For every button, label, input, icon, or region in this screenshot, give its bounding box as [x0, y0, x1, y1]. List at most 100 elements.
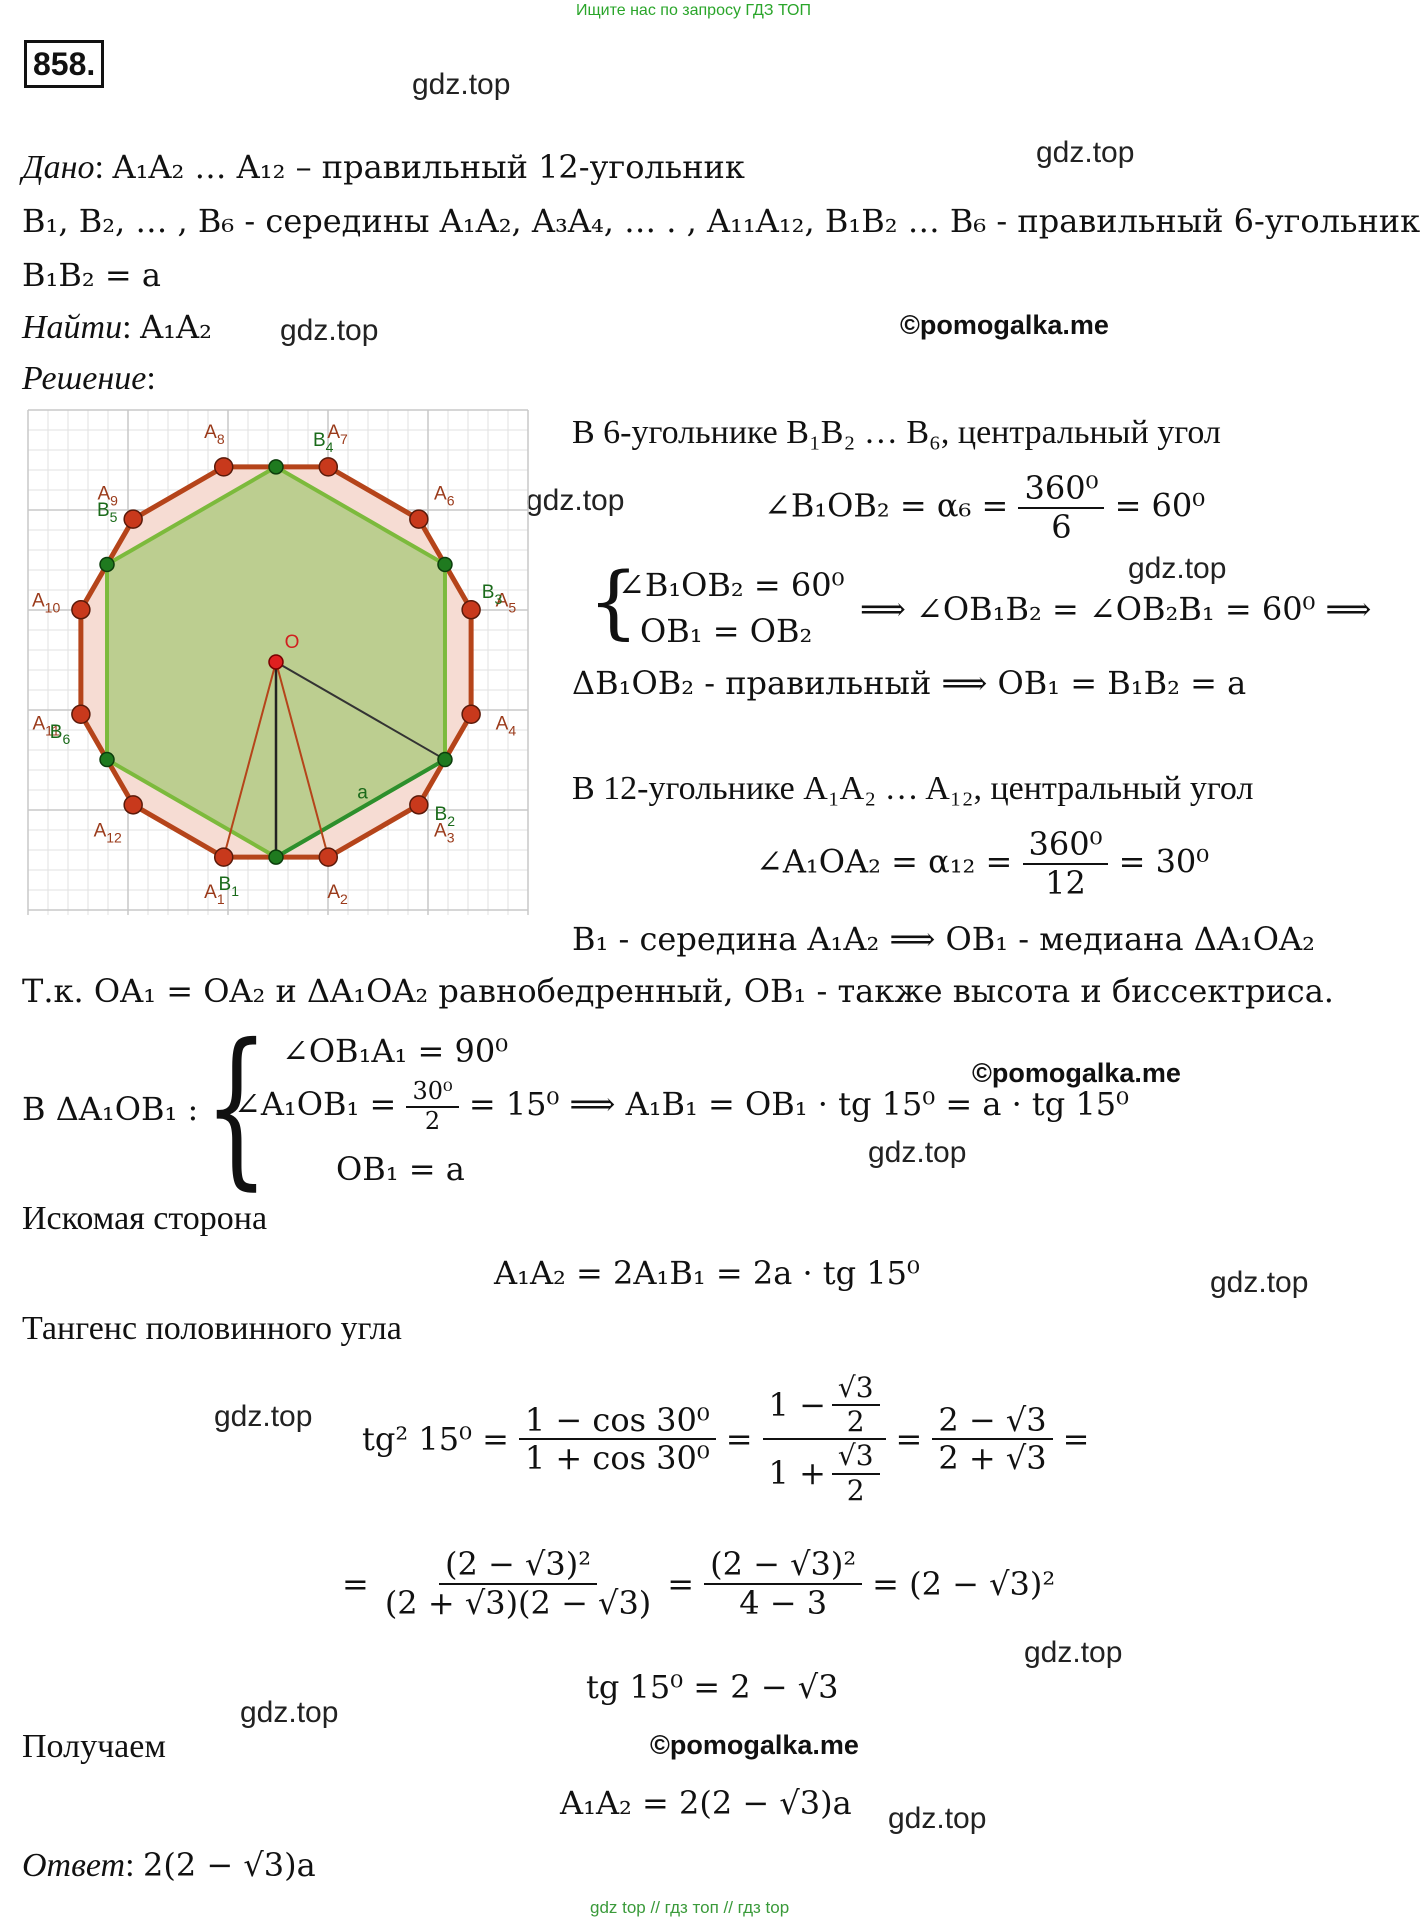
watermark-gdz: gdz.top: [888, 1802, 987, 1835]
segment-ob2: [275, 661, 446, 761]
sqrt3-over-2: √3 2: [831, 1440, 880, 1507]
tg2-frac-5: (2 − √3)² 4 − 3: [704, 1546, 863, 1622]
label-a12: A12: [94, 820, 122, 845]
label-a2: A2: [327, 882, 348, 907]
step-dodecagon-text: В 12-угольнике A₁A₂ … A₁₂, центральный у…: [572, 770, 1254, 807]
vertex-a11: [71, 704, 91, 725]
watermark-gdz: gdz.top: [412, 68, 511, 101]
tg-squared-line: tg² 15⁰ = 1 − cos 30⁰ 1 + cos 30⁰ = 1 − …: [362, 1371, 1090, 1507]
dodec-angle-den: 12: [1045, 863, 1086, 902]
problem-number: 858.: [24, 40, 105, 88]
dodec-angle-num: 360⁰: [1022, 826, 1109, 865]
label-side-a: a: [357, 782, 368, 803]
answer-line: Ответ: 2(2 − √3)a: [22, 1846, 316, 1884]
tg2-result: = (2 − √3)²: [872, 1564, 1056, 1603]
tg2-frac-1: 1 − cos 30⁰ 1 + cos 30⁰: [518, 1401, 716, 1478]
hex-angle-den: 6: [1051, 507, 1072, 546]
find-line: Найти: A₁A₂: [22, 308, 212, 346]
triangle-line-3: OB₁ = a: [336, 1150, 465, 1188]
hex-angle-num: 360⁰: [1018, 470, 1105, 509]
tri-l2-lhs: ∠A₁OB₁ =: [234, 1085, 397, 1124]
sqrt3-num: √3: [831, 1440, 880, 1475]
label-b2: B2: [435, 804, 456, 829]
eq-sign: =: [1062, 1420, 1090, 1459]
vertex-b6: [99, 751, 115, 768]
label-a4: A4: [496, 714, 517, 739]
watermark-gdz: gdz.top: [214, 1400, 313, 1433]
eq-sign: =: [342, 1564, 369, 1603]
tg2-frac-2-den: 1 + √3 2: [763, 1440, 886, 1506]
step-hexagon-angle: ∠B₁OB₂ = α₆ = 360⁰ 6 = 60⁰: [764, 470, 1205, 546]
vertex-a5: [461, 599, 481, 620]
given-text-1: A₁A₂ … A₁₂ – правильный 12-угольник: [112, 148, 745, 186]
tg-squared-line-2: = (2 − √3)² (2 + √3)(2 − √3) = (2 − √3)²…: [342, 1546, 1055, 1622]
given-line-1: Дано: A₁A₂ … A₁₂ – правильный 12-угольни…: [22, 148, 745, 186]
vertex-b1: [268, 849, 284, 865]
watermark-gdz: gdz.top: [1024, 1636, 1123, 1669]
label-b5: B5: [97, 500, 118, 525]
tg2-frac-5-num: (2 − √3)²: [704, 1546, 863, 1585]
solution-label: Решение: [22, 360, 147, 397]
top-banner: Ищите нас по запросу ГДЗ ТОП: [576, 2, 811, 19]
vertex-a2: [318, 847, 339, 867]
segment-oa1: [222, 661, 277, 858]
tg2-frac-3: 2 − √3 2 + √3: [932, 1401, 1053, 1478]
tri-l2-fraction: 30⁰ 2: [406, 1077, 459, 1135]
watermark-gdz: gdz.top: [526, 484, 625, 517]
watermark-gdz: gdz.top: [280, 314, 379, 347]
find-value: A₁A₂: [140, 308, 212, 346]
step-triangle-regular: ΔB₁OB₂ - правильный ⟹ OB₁ = B₁B₂ = a: [572, 664, 1247, 702]
vertex-b2: [437, 751, 453, 768]
watermark-gdz: gdz.top: [240, 1696, 339, 1729]
tg2-frac-1-num: 1 − cos 30⁰: [518, 1401, 716, 1441]
label-b3: B3: [482, 582, 503, 607]
answer-value: 2(2 − √3)a: [143, 1846, 316, 1884]
tri-l2-num: 30⁰: [406, 1077, 459, 1108]
label-b1: B1: [219, 874, 240, 899]
watermark-gdz: gdz.top: [1128, 552, 1227, 585]
vertex-a8: [213, 457, 234, 477]
hex-angle-rhs: = 60⁰: [1114, 486, 1206, 525]
eq-sign: =: [667, 1564, 695, 1603]
system-result: ⟹ ∠OB₁B₂ = ∠OB₂B₁ = 60⁰ ⟹: [860, 590, 1372, 628]
tg2-frac-4-den: (2 + √3)(2 − √3): [384, 1583, 652, 1622]
sqrt3-over-2: √3 2: [831, 1371, 880, 1438]
tg2-frac-3-den: 2 + √3: [938, 1439, 1047, 1478]
label-a3: A3: [434, 820, 455, 845]
tg2-frac-1-den: 1 + cos 30⁰: [524, 1439, 710, 1478]
tg2-frac-3-num: 2 − √3: [932, 1401, 1053, 1441]
label-a8: A8: [204, 422, 225, 447]
label-a5: A5: [496, 590, 517, 615]
tg2-frac-4-num: (2 − √3)²: [439, 1546, 598, 1585]
eq-sign: =: [725, 1420, 753, 1459]
tg2-frac-2-num-a: 1 −: [768, 1385, 826, 1424]
step-isosceles: Т.к. OA₁ = OA₂ и ΔA₁OA₂ равнобедренный, …: [22, 972, 1334, 1010]
sqrt3-num: √3: [831, 1371, 880, 1407]
eq-sign: =: [895, 1420, 923, 1459]
step-dodecagon-angle: ∠A₁OA₂ = α₁₂ = 360⁰ 12 = 30⁰: [756, 826, 1209, 902]
watermark-gdz: gdz.top: [868, 1136, 967, 1169]
vertex-a10: [71, 599, 91, 620]
footer-text: gdz top // гдз топ // гдз top: [590, 1898, 790, 1917]
label-a10: A10: [32, 590, 60, 615]
final-formula: A₁A₂ = 2(2 − √3)a: [560, 1784, 852, 1822]
label-a6: A6: [434, 484, 455, 509]
label-o: O: [285, 632, 300, 653]
vertex-a6: [409, 509, 429, 529]
step-required-side: Искомая сторона: [22, 1200, 268, 1237]
sqrt3-den: 2: [846, 1473, 865, 1507]
system-line-1: ∠B₁OB₂ = 60⁰: [618, 566, 845, 604]
solution-line: Решение:: [22, 360, 156, 397]
given-line-2: B₁, B₂, … , B₆ - середины A₁A₂, A₃A₄, … …: [22, 202, 1420, 240]
watermark-pomogalka: ©pomogalka.me: [900, 310, 1109, 340]
segment-oa2: [275, 661, 330, 858]
triangle-line-1: ∠OB₁A₁ = 90⁰: [282, 1032, 509, 1070]
vertex-a4: [461, 704, 481, 725]
dodec-angle-rhs: = 30⁰: [1118, 842, 1210, 881]
vertex-a1: [213, 847, 234, 867]
step-half-angle: Тангенс половинного угла: [22, 1310, 402, 1347]
step-median: B₁ - середина A₁A₂ ⟹ OB₁ - медиана ΔA₁OA…: [572, 920, 1315, 958]
tri-l2-den: 2: [424, 1106, 441, 1135]
label-a11: A11: [32, 714, 59, 739]
center-point: [268, 654, 284, 670]
